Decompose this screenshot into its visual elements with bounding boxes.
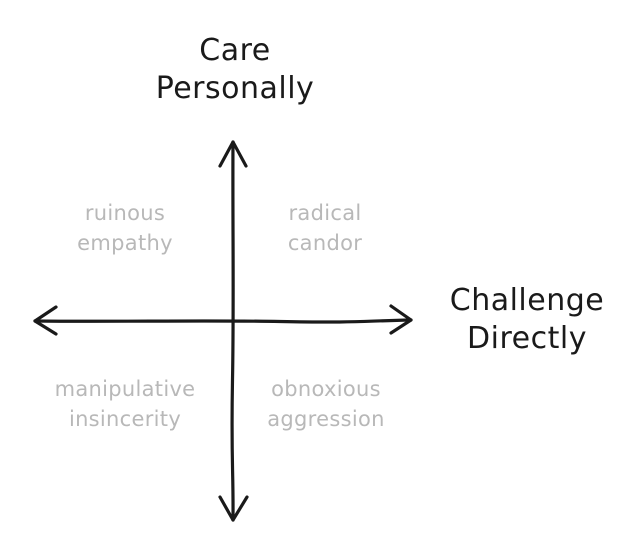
y-axis-label-line1: Care bbox=[199, 33, 271, 68]
x-axis-label: Challenge Directly bbox=[432, 282, 622, 358]
quadrant-label-line1: ruinous bbox=[84, 201, 166, 225]
horizontal-axis-line bbox=[33, 318, 413, 324]
quadrant-ruinous-empathy: ruinous empathy bbox=[50, 198, 200, 258]
quadrant-label-line2: aggression bbox=[267, 407, 385, 431]
horizontal-axis-right-arrowhead bbox=[389, 304, 413, 335]
horizontal-axis-left-arrowhead bbox=[33, 305, 58, 336]
x-axis-label-line2: Directly bbox=[467, 321, 587, 356]
quadrant-obnoxious-aggression: obnoxious aggression bbox=[248, 374, 404, 434]
y-axis-label-line2: Personally bbox=[155, 71, 315, 106]
quadrant-radical-candor: radical candor bbox=[250, 198, 400, 258]
vertical-axis-bottom-arrowhead bbox=[218, 495, 249, 522]
quadrant-label-line2: empathy bbox=[77, 231, 173, 255]
quadrant-label-line2: candor bbox=[287, 231, 363, 255]
quadrant-manipulative-insincerity: manipulative insincerity bbox=[32, 374, 218, 434]
vertical-axis-line bbox=[230, 140, 235, 522]
vertical-axis-top-arrowhead bbox=[218, 140, 248, 168]
y-axis-label: Care Personally bbox=[130, 32, 340, 108]
x-axis-label-line1: Challenge bbox=[449, 283, 605, 318]
quadrant-label-line1: manipulative bbox=[54, 377, 196, 401]
quadrant-label-line2: insincerity bbox=[68, 407, 182, 431]
quadrant-label-line1: radical bbox=[288, 201, 362, 225]
quadrant-label-line1: obnoxious bbox=[271, 377, 381, 401]
